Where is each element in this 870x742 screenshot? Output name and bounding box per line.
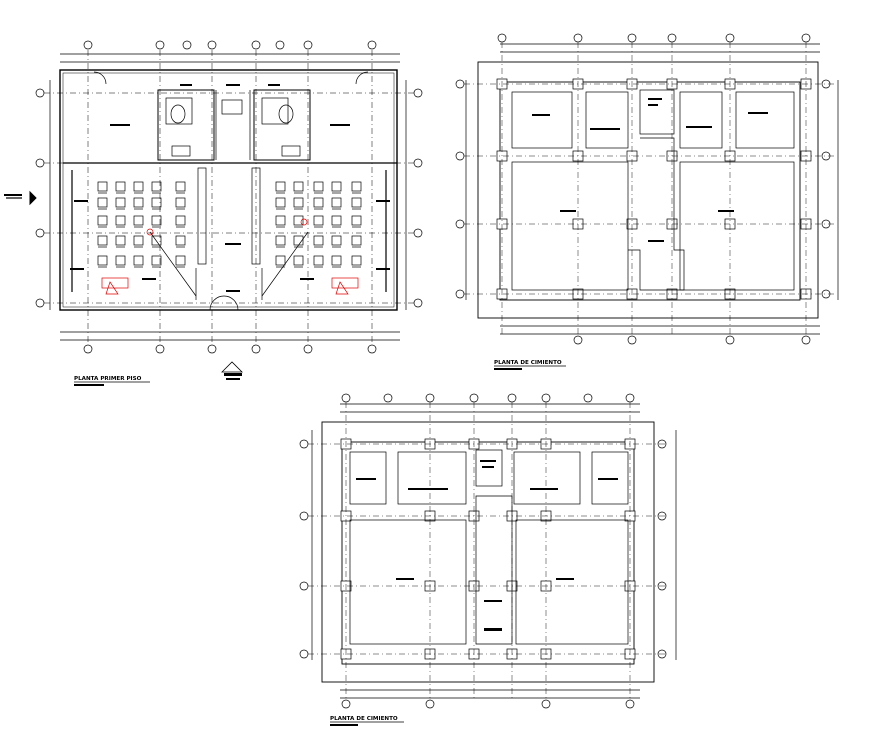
student-desk xyxy=(331,181,342,192)
student-desk xyxy=(133,215,144,226)
first-floor-title: PLANTA PRIMER PISO xyxy=(74,376,142,382)
student-desk xyxy=(313,255,324,266)
student-desk xyxy=(151,235,162,246)
student-desk xyxy=(293,197,304,208)
student-desk xyxy=(115,181,126,192)
student-desk xyxy=(313,215,324,226)
student-desk xyxy=(351,255,362,266)
axis-bubbles-sides xyxy=(35,80,423,310)
student-desk xyxy=(115,215,126,226)
student-desk xyxy=(151,181,162,192)
student-desk xyxy=(151,197,162,208)
student-desk xyxy=(115,197,126,208)
student-desk xyxy=(351,197,362,208)
student-desk xyxy=(351,181,362,192)
student-desk xyxy=(97,235,108,246)
entrance-doors xyxy=(93,71,369,311)
foundation-plan-a xyxy=(455,33,839,345)
axis-bubbles-sides-b xyxy=(299,430,677,660)
grid-axes-b xyxy=(308,402,668,700)
foundation-b-scale-bar xyxy=(330,724,358,726)
student-desk xyxy=(313,181,324,192)
student-desk xyxy=(331,197,342,208)
north-arrow-icon xyxy=(221,361,243,380)
student-desk xyxy=(293,255,304,266)
first-floor-plan xyxy=(35,40,423,354)
foundation-a-scale-bar xyxy=(494,368,522,370)
foundation-plan-b xyxy=(299,393,677,709)
student-desk xyxy=(275,181,286,192)
column-pads-b xyxy=(340,438,636,660)
student-desk xyxy=(275,255,286,266)
student-desk xyxy=(115,255,126,266)
grid-axes xyxy=(44,50,414,344)
student-desk xyxy=(351,235,362,246)
student-desk xyxy=(133,255,144,266)
grid-axes-a xyxy=(464,42,834,336)
room-label-marks xyxy=(70,84,390,292)
desk-grid-right xyxy=(275,181,362,268)
desk-grid-left xyxy=(97,181,186,268)
axis-bubbles-top xyxy=(60,40,400,63)
student-desk xyxy=(331,235,342,246)
axis-bubbles-top-a xyxy=(497,33,820,53)
student-desk xyxy=(97,215,108,226)
exterior-wall xyxy=(59,69,398,311)
student-desk xyxy=(351,215,362,226)
student-desk xyxy=(97,197,108,208)
axis-bubbles-sides-a xyxy=(455,79,839,300)
student-desk xyxy=(133,197,144,208)
student-desk xyxy=(151,255,162,266)
student-desk xyxy=(275,215,286,226)
student-desk xyxy=(313,197,324,208)
student-desk xyxy=(175,181,186,192)
student-desk xyxy=(97,255,108,266)
student-desk xyxy=(331,215,342,226)
entrance-arrow-icon xyxy=(4,190,37,206)
student-desk xyxy=(331,255,342,266)
student-desk xyxy=(175,235,186,246)
student-desk xyxy=(97,181,108,192)
axis-bubbles-bottom xyxy=(60,331,400,354)
foundation-b-title: PLANTA DE CIMIENTO xyxy=(330,716,398,722)
foundation-a-title: PLANTA DE CIMIENTO xyxy=(494,360,562,366)
axis-bubbles-bottom-a xyxy=(500,325,820,345)
student-desk xyxy=(115,235,126,246)
student-desk xyxy=(133,235,144,246)
axis-bubbles-bottom-b xyxy=(340,689,640,709)
panel-labels-a xyxy=(532,98,768,242)
axis-bubbles-top-b xyxy=(340,393,640,413)
first-floor-scale-bar xyxy=(74,384,104,386)
red-furniture-symbols xyxy=(101,218,359,295)
student-desk xyxy=(293,181,304,192)
student-desk xyxy=(293,215,304,226)
student-desk xyxy=(275,197,286,208)
student-desk xyxy=(275,235,286,246)
student-desk xyxy=(175,197,186,208)
student-desk xyxy=(151,215,162,226)
student-desk xyxy=(175,215,186,226)
toilet-fixtures xyxy=(165,97,301,157)
student-desk xyxy=(175,255,186,266)
panel-labels-b xyxy=(356,460,618,631)
student-desk xyxy=(313,235,324,246)
student-desk xyxy=(133,181,144,192)
